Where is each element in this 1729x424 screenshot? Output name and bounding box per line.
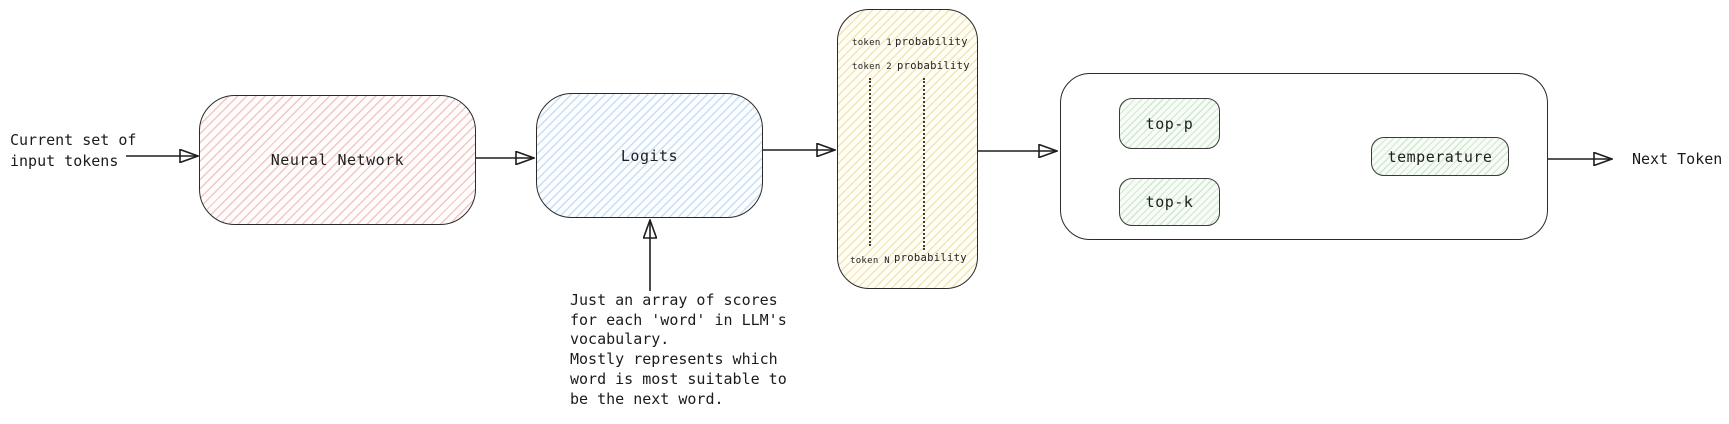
logits-label: Logits (620, 146, 679, 165)
temperature-node: temperature (1371, 137, 1509, 176)
neural-network-label: Neural Network (270, 151, 405, 169)
token-1-probability-label: probability (895, 36, 968, 48)
neural-network-node: Neural Network (199, 95, 476, 225)
token-n-label: token N (850, 256, 891, 266)
top-k-label: top-k (1145, 193, 1194, 211)
sampler-container: top-p top-k temperature (1060, 73, 1548, 240)
input-tokens-label: Current set of input tokens (10, 131, 137, 170)
logits-note: Just an array of scores for each 'word' … (570, 291, 787, 408)
token-n-probability-label: probability (894, 252, 967, 264)
token-column-ellipsis (869, 78, 871, 246)
next-token-label: Next Token (1632, 150, 1723, 168)
top-p-label: top-p (1145, 114, 1194, 133)
probability-column-ellipsis (923, 78, 925, 250)
token-2-label: token 2 (852, 62, 893, 72)
logits-node: Logits (536, 93, 763, 218)
top-k-node: top-k (1119, 178, 1220, 226)
temperature-label: temperature (1387, 147, 1493, 166)
probability-table-node: token 1 probability token 2 probability … (837, 9, 978, 289)
token-2-probability-label: probability (897, 60, 970, 72)
token-1-label: token 1 (852, 38, 893, 48)
top-p-node: top-p (1119, 98, 1220, 149)
